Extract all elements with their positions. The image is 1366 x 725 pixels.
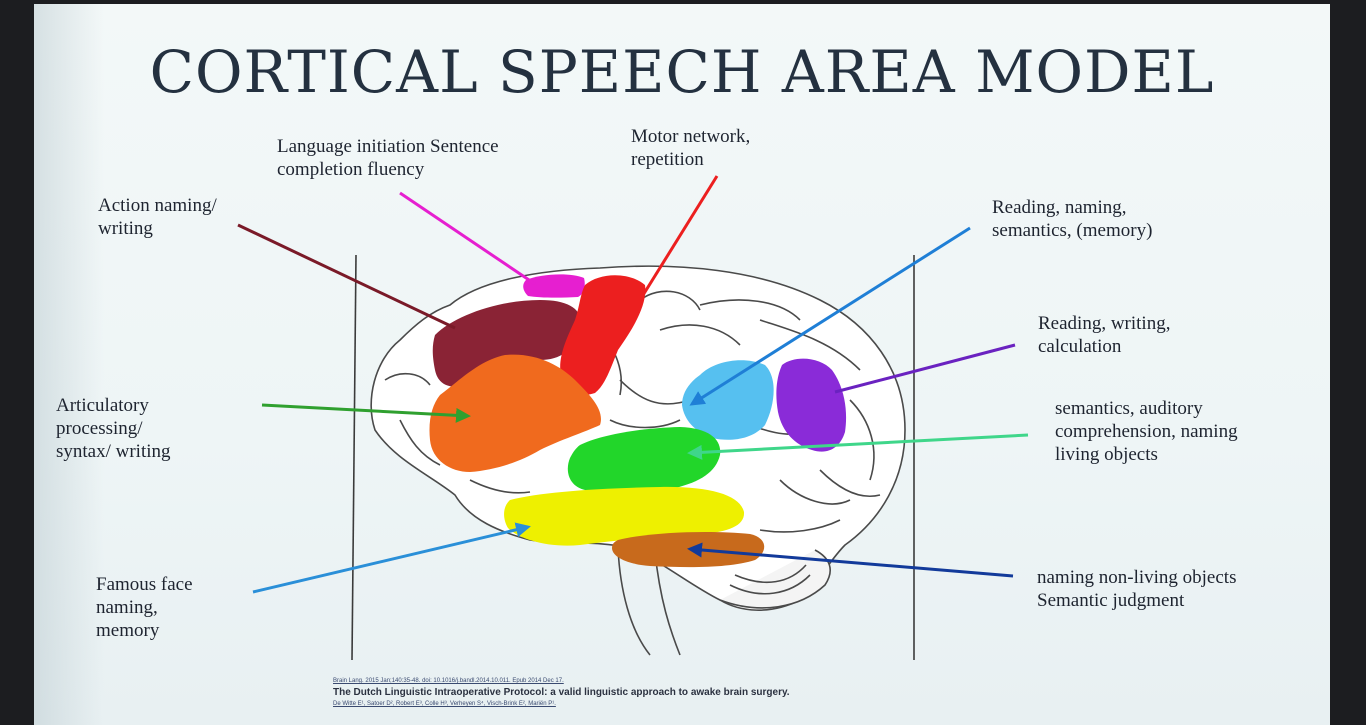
region-semantics-auditory: [567, 427, 721, 493]
label-reading-naming: Reading, naming, semantics, (memory): [992, 197, 1153, 241]
pointer-reading-writing: [834, 343, 1016, 394]
label-naming-nonliving: naming non-living objects Semantic judgm…: [1037, 567, 1237, 611]
region-famous-face: [504, 486, 745, 546]
pointer-famous-face: [252, 522, 531, 594]
pointer-language-initiation: [399, 191, 536, 286]
citation-authors-links[interactable]: De Witte E¹, Satoer D², Robert E³, Colle…: [333, 701, 556, 707]
citation-journal-link[interactable]: Brain Lang. 2015 Jan;140:35-48. doi: 10.…: [333, 678, 564, 684]
presentation-slide: CORTICAL SPEECH AREA MODEL: [34, 4, 1330, 725]
region-action-naming: [432, 300, 581, 387]
region-reading-writing: [776, 358, 847, 452]
label-action-naming: Action naming/ writing: [98, 195, 217, 239]
slide-edge-shadow: [34, 4, 104, 725]
label-articulatory: Articulatory processing/ syntax/ writing: [56, 395, 171, 462]
label-semantics-auditory: semantics, auditory comprehension, namin…: [1055, 398, 1238, 465]
label-language-initiation: Language initiation Sentence completion …: [277, 136, 499, 180]
citation-block: Brain Lang. 2015 Jan;140:35-48. doi: 10.…: [333, 678, 790, 707]
slide-title: CORTICAL SPEECH AREA MODEL: [149, 38, 1215, 106]
region-articulatory: [429, 354, 601, 472]
region-language-initiation: [523, 274, 585, 298]
pointer-naming-nonliving: [687, 542, 1014, 578]
region-motor-network: [560, 275, 646, 395]
label-famous-face: Famous face naming, memory: [96, 574, 193, 641]
pointer-action-naming: [237, 223, 456, 330]
pointer-articulatory: [261, 403, 471, 423]
pointer-semantics-auditory: [687, 433, 1029, 460]
citation-title: The Dutch Linguistic Intraoperative Prot…: [333, 687, 790, 698]
region-reading-naming: [682, 360, 774, 440]
label-motor-network: Motor network, repetition: [631, 126, 751, 170]
pointer-reading-naming: [689, 226, 971, 406]
label-reading-writing: Reading, writing, calculation: [1038, 313, 1171, 357]
region-naming-nonliving: [612, 532, 765, 568]
frame-line-left: [351, 254, 357, 661]
pointer-motor-network: [638, 175, 719, 301]
